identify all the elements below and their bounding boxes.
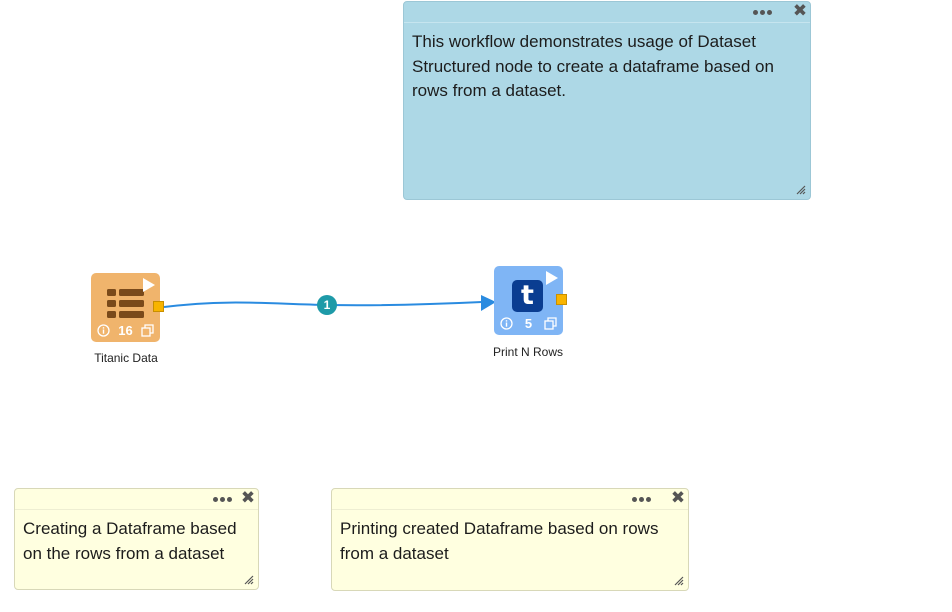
copy-icon[interactable] xyxy=(544,317,557,330)
sticky-note-description[interactable]: ✖ This workflow demonstrates usage of Da… xyxy=(403,1,811,200)
node-count: 5 xyxy=(524,316,533,331)
sticky-note-right[interactable]: ✖ Printing created Dataframe based on ro… xyxy=(331,488,689,591)
t-icon: t xyxy=(512,280,543,312)
edge-badge[interactable]: 1 xyxy=(317,295,337,315)
more-menu-icon[interactable] xyxy=(632,493,652,505)
node-label[interactable]: Titanic Data xyxy=(94,351,158,365)
info-icon[interactable] xyxy=(500,317,513,330)
resize-handle-icon[interactable] xyxy=(674,576,684,586)
note-header[interactable]: ✖ xyxy=(15,489,258,510)
table-icon xyxy=(107,289,144,318)
note-text[interactable]: Printing created Dataframe based on rows… xyxy=(340,519,659,563)
node-titanic-data[interactable]: 16 xyxy=(91,273,164,342)
copy-icon[interactable] xyxy=(141,324,154,337)
info-icon[interactable] xyxy=(97,324,110,337)
note-header[interactable]: ✖ xyxy=(332,489,688,510)
node-count: 16 xyxy=(118,323,133,338)
node-print-n-rows[interactable]: t 5 xyxy=(494,266,567,335)
close-icon[interactable]: ✖ xyxy=(670,488,686,508)
play-icon[interactable] xyxy=(544,270,559,286)
note-text[interactable]: Creating a Dataframe based on the rows f… xyxy=(23,519,237,563)
resize-handle-icon[interactable] xyxy=(244,575,254,585)
note-text[interactable]: This workflow demonstrates usage of Data… xyxy=(412,32,774,100)
edge-arrow-icon xyxy=(481,295,496,311)
resize-handle-icon[interactable] xyxy=(796,185,806,195)
output-port[interactable] xyxy=(556,294,567,305)
close-icon[interactable]: ✖ xyxy=(240,488,256,508)
more-menu-icon[interactable] xyxy=(753,6,773,18)
output-port[interactable] xyxy=(153,301,164,312)
note-header[interactable]: ✖ xyxy=(404,2,810,23)
play-icon[interactable] xyxy=(141,277,156,293)
sticky-note-left[interactable]: ✖ Creating a Dataframe based on the rows… xyxy=(14,488,259,590)
close-icon[interactable]: ✖ xyxy=(792,1,808,21)
node-label[interactable]: Print N Rows xyxy=(492,345,563,359)
more-menu-icon[interactable] xyxy=(213,493,233,505)
